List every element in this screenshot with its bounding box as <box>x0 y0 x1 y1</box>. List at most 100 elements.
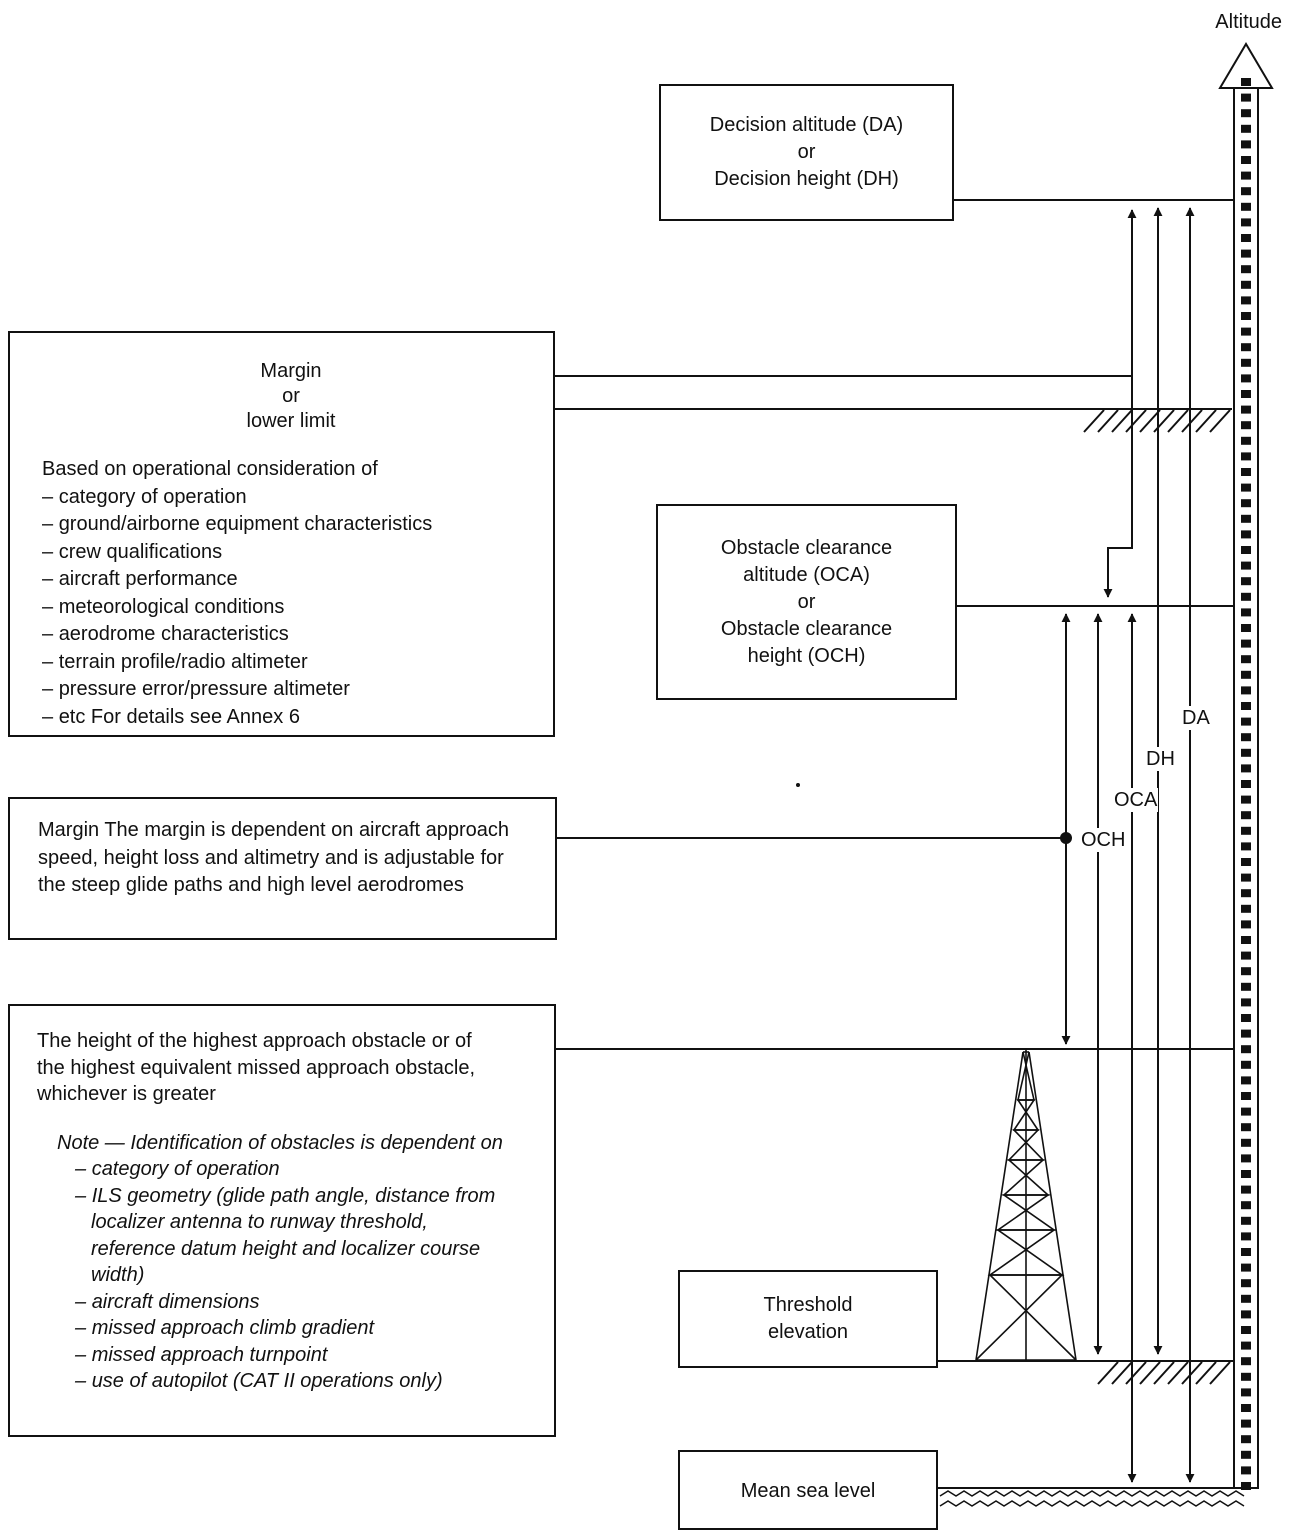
axis-scale-mark <box>1241 530 1251 539</box>
sea-waves <box>939 1490 1245 1507</box>
list-item: aircraft performance <box>42 566 553 594</box>
axis-scale-mark <box>1241 904 1251 913</box>
considerations-list: category of operation ground/airborne eq… <box>42 484 553 732</box>
axis-scale-mark <box>1241 920 1251 929</box>
axis-scale-mark <box>1241 312 1251 320</box>
axis-scale-mark <box>1241 1029 1251 1038</box>
threshold-box-line-1: Threshold <box>763 1294 853 1316</box>
axis-scale-mark <box>1241 202 1251 211</box>
list-item: category of operation <box>75 1156 504 1183</box>
axis-scale-mark <box>1241 280 1251 289</box>
axis-scale-mark <box>1241 1279 1251 1288</box>
axis-scale-mark <box>1241 967 1251 976</box>
obstacle-height-text: The height of the highest approach obsta… <box>37 1030 476 1105</box>
da-box-line-3: Decision height (DH) <box>714 168 899 190</box>
axis-scale-mark <box>1241 733 1251 742</box>
list-item: etc For details see Annex 6 <box>42 704 553 732</box>
axis-scale-mark <box>1241 1466 1251 1475</box>
axis-scale-mark <box>1241 1450 1251 1459</box>
och-label: OCH <box>1080 828 1127 852</box>
threshold-box-line-2: elevation <box>767 1321 849 1343</box>
oca-box-line-5: height (OCH) <box>747 644 866 667</box>
axis-scale-mark <box>1241 1170 1251 1178</box>
axis-scale-mark <box>1241 1388 1251 1397</box>
axis-scale-mark <box>1241 93 1251 102</box>
axis-scale-mark <box>1241 951 1251 960</box>
msl-box-line-1: Mean sea level <box>740 1480 876 1502</box>
da-box-line-1: Decision altitude (DA) <box>709 114 904 136</box>
axis-scale-mark <box>1241 483 1251 492</box>
operational-considerations: Based on operational consideration of ca… <box>42 456 553 731</box>
axis-scale-mark <box>1241 577 1251 586</box>
axis-scale-mark <box>1241 234 1251 242</box>
margin-heading-group: Margin or lower limit <box>10 359 572 434</box>
obstacle-clearance-box: Obstacle clearance altitude (OCA) or Obs… <box>656 504 957 700</box>
axis-scale-mark <box>1241 1404 1251 1412</box>
axis-scale-mark <box>1241 592 1251 601</box>
axis-scale-mark <box>1241 702 1251 710</box>
mean-sea-level-box: Mean sea level <box>678 1450 938 1530</box>
axis-scale-mark <box>1241 1216 1251 1225</box>
axis-scale-mark <box>1241 374 1251 383</box>
axis-scale-mark <box>1241 1419 1251 1428</box>
dh-label: DH <box>1145 747 1176 771</box>
list-item: meteorological conditions <box>42 594 553 622</box>
axis-scale-mark <box>1241 1076 1251 1085</box>
altitude-axis-label: Altitude <box>1215 11 1282 33</box>
axis-scale-mark <box>1241 998 1251 1007</box>
axis-scale-mark <box>1241 187 1251 196</box>
axis-scale-mark <box>1241 1435 1251 1444</box>
axis-scale-mark <box>1241 858 1251 866</box>
da-label: DA <box>1181 706 1211 730</box>
axis-scale-mark <box>1241 1357 1251 1366</box>
list-item: terrain profile/radio altimeter <box>42 649 553 677</box>
margin-note-box: Margin The margin is dependent on aircra… <box>8 797 557 940</box>
considerations-intro: Based on operational consideration of <box>42 458 378 480</box>
axis-scale-mark <box>1241 218 1251 227</box>
axis-scale-mark <box>1241 1294 1251 1303</box>
highest-obstacle-box: The height of the highest approach obsta… <box>8 1004 556 1437</box>
axis-scale-mark <box>1241 499 1251 508</box>
axis-scale-mark <box>1241 624 1251 632</box>
axis-scale-mark <box>1241 546 1251 554</box>
margin-label: Margin <box>260 360 322 382</box>
axis-scale-mark <box>1241 468 1251 476</box>
axis-scale-mark <box>1241 1154 1251 1163</box>
oca-box-line-2: altitude (OCA) <box>743 563 870 586</box>
list-item: pressure error/pressure altimeter <box>42 676 553 704</box>
axis-scale-mark <box>1241 265 1251 274</box>
list-item: missed approach climb gradient <box>75 1315 504 1342</box>
axis-scale-mark <box>1241 1341 1251 1350</box>
axis-scale-mark <box>1241 1045 1251 1054</box>
axis-scale-mark <box>1241 249 1251 258</box>
oca-box-line-4: Obstacle clearance <box>720 617 893 640</box>
axis-scale-mark <box>1241 390 1251 398</box>
axis-scale-mark <box>1241 873 1251 882</box>
axis-scale-mark <box>1241 1482 1251 1490</box>
margin-or-label: or <box>282 385 300 407</box>
axis-scale-mark <box>1241 748 1251 757</box>
axis-scale-mark <box>1241 421 1251 430</box>
axis-scale-mark <box>1241 561 1251 570</box>
axis-scale-mark <box>1241 795 1251 804</box>
axis-scale-mark <box>1241 889 1251 898</box>
axis-scale-mark <box>1241 514 1251 523</box>
list-item: crew qualifications <box>42 539 553 567</box>
threshold-hatching <box>1097 1361 1231 1385</box>
obstacle-note: Note — Identification of obstacles is de… <box>37 1130 504 1395</box>
axis-scale-mark <box>1241 124 1251 133</box>
axis-scale-mark <box>1241 156 1251 164</box>
axis-scale-mark <box>1241 1372 1251 1381</box>
axis-scale-mark <box>1241 717 1251 726</box>
tower-obstacle-icon <box>975 1048 1077 1361</box>
decision-altitude-box: Decision altitude (DA) or Decision heigh… <box>659 84 954 221</box>
axis-scale-mark <box>1241 78 1251 86</box>
oca-box-line-1: Obstacle clearance <box>720 536 893 559</box>
list-item: aircraft dimensions <box>75 1289 504 1316</box>
da-box-line-2: or <box>797 141 816 163</box>
axis-scale-mark <box>1241 686 1251 695</box>
margin-note-text: Margin The margin is dependent on aircra… <box>38 819 510 896</box>
lower-limit-label: lower limit <box>246 410 336 432</box>
list-item: missed approach turnpoint <box>75 1342 504 1369</box>
margin-lower-limit-box: Margin or lower limit Based on operation… <box>8 331 555 737</box>
